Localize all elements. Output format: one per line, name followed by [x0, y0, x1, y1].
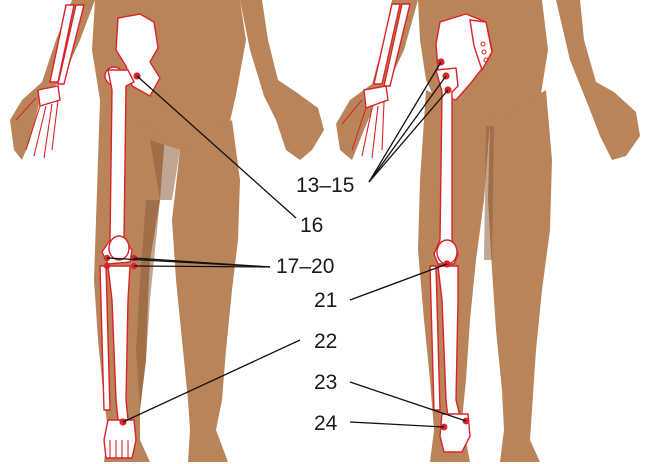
- leader-24: [350, 422, 444, 427]
- label-21: 21: [314, 289, 337, 312]
- marker-18: [104, 263, 110, 269]
- label-24: 24: [314, 412, 338, 435]
- label-13-15: 13–15: [296, 174, 354, 197]
- label-17-20: 17–20: [276, 255, 334, 278]
- label-23: 23: [314, 371, 337, 394]
- front-foot: [104, 420, 136, 458]
- back-right-arm: [556, 0, 640, 160]
- label-16: 16: [300, 214, 323, 237]
- front-right-arm: [240, 0, 324, 160]
- back-right-leg: [488, 90, 552, 462]
- label-22: 22: [314, 330, 337, 353]
- labels: 13–15 16 17–20 21 22 23 24: [276, 174, 354, 435]
- front-right-leg: [172, 120, 240, 462]
